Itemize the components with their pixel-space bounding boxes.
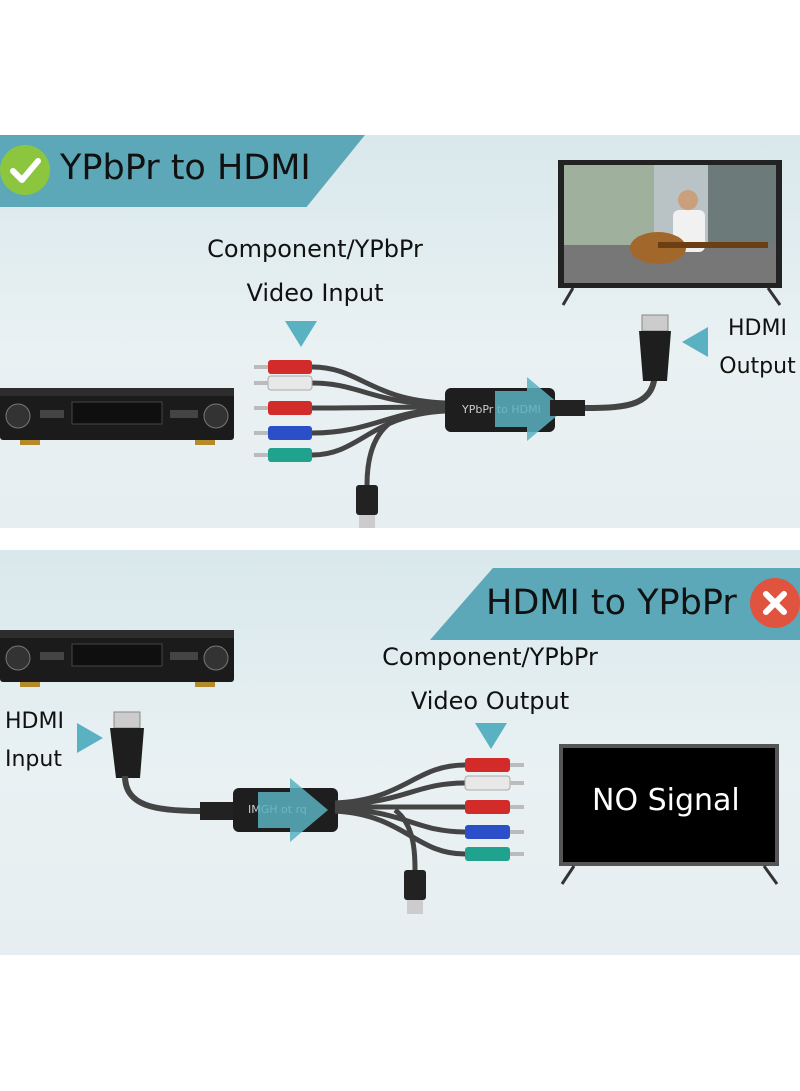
output-label: Component/YPbPr Video Output xyxy=(382,643,598,715)
av-receiver xyxy=(0,630,234,687)
hdmi-input-cable xyxy=(122,775,245,820)
tv-playing xyxy=(558,160,782,306)
usb-cable xyxy=(393,808,426,914)
x-icon xyxy=(750,578,800,628)
ypbpr-to-hdmi-panel: YPbPr to HDMI Component/YPbPr Video Inpu… xyxy=(0,135,800,528)
output-label: HDMI Output xyxy=(719,316,796,379)
hdmi-plug xyxy=(639,314,671,381)
tv-no-signal xyxy=(559,744,779,885)
input-label: Component/YPbPr Video Input xyxy=(207,235,423,307)
usb-cable xyxy=(356,412,406,528)
title-banner xyxy=(430,568,800,640)
left-arrow-icon xyxy=(682,327,708,357)
down-arrow-icon xyxy=(285,321,317,347)
tv-screen-text: NO Signal xyxy=(592,783,740,818)
down-arrow-icon xyxy=(475,723,507,749)
av-receiver xyxy=(0,388,234,445)
title-banner xyxy=(0,135,365,207)
checkmark-icon xyxy=(0,145,50,195)
hdmi-to-ypbpr-panel: HDMI to YPbPr HDMI Input IMGH ot rq xyxy=(0,550,800,955)
right-arrow-icon xyxy=(495,377,565,441)
panel-title: HDMI to YPbPr xyxy=(486,583,737,623)
rca-input-cables xyxy=(254,360,446,462)
input-label: HDMI Input xyxy=(5,709,64,772)
right-arrow-icon xyxy=(258,778,328,842)
hdmi-plug xyxy=(110,711,144,778)
panel-title: YPbPr to HDMI xyxy=(60,148,311,188)
right-arrow-icon xyxy=(77,723,103,753)
